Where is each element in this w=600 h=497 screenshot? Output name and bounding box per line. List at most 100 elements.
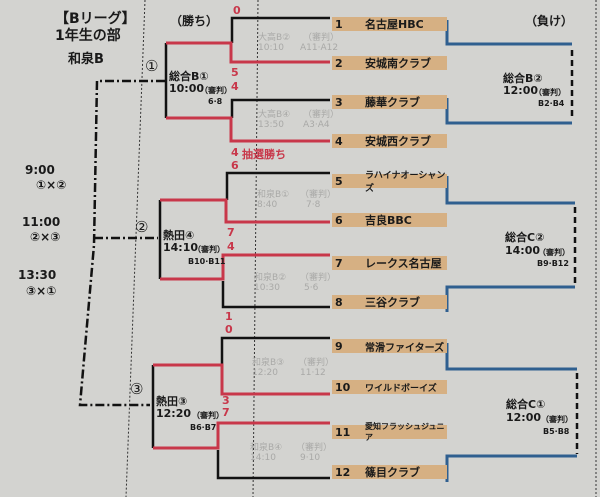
match-venue: 総合C① <box>506 398 546 411</box>
referees: 9·10 <box>300 453 321 463</box>
team-entry: 4 安城西クラブ <box>332 134 447 148</box>
referees: 11·12 <box>300 368 326 378</box>
referees: B5·B8 <box>543 427 570 436</box>
referees: 5·6 <box>304 283 319 293</box>
group-marker: ③ <box>130 380 144 398</box>
referee-label: （審判） <box>541 415 573 424</box>
score: 3 <box>222 394 230 407</box>
referees: B10·B11 <box>188 257 226 266</box>
referee-label: （審判） <box>534 88 566 97</box>
match-venue: 大高B② <box>258 33 291 43</box>
team-name: レークス名古屋 <box>365 257 442 270</box>
score: 7 <box>227 226 235 239</box>
referees: A3·A4 <box>303 120 330 130</box>
referees: B9·B12 <box>537 259 569 268</box>
score: 4 <box>227 240 235 253</box>
referee-label: （審判） <box>296 443 333 453</box>
schedule-time: 11:00 <box>22 215 61 229</box>
division-title: 1年生の部 <box>55 28 121 44</box>
match-time: 13:50 <box>258 120 284 130</box>
match-venue: 総合B① <box>169 70 209 83</box>
group-marker: ① <box>145 57 159 75</box>
referees: B2·B4 <box>538 99 565 108</box>
team-number: 2 <box>335 56 343 70</box>
group-connector <box>78 79 165 407</box>
score: 7 <box>222 406 230 419</box>
team-name: 吉良BBC <box>365 214 412 227</box>
score: 4 <box>231 146 239 159</box>
match-venue: 熱田③ <box>156 395 188 408</box>
team-name: 篠目クラブ <box>365 466 420 479</box>
referee-label: （審判） <box>538 248 570 257</box>
match-venue: 和泉B① <box>257 190 290 200</box>
team-name: 常滑ファイターズ <box>365 342 445 354</box>
team-number: 7 <box>335 256 343 270</box>
referee-label: （審判） <box>193 245 225 254</box>
loser-lines <box>445 20 577 482</box>
team-number: 12 <box>335 465 351 479</box>
team-number: 11 <box>335 425 351 439</box>
match-venue: 和泉B④ <box>250 443 283 453</box>
group-marker: ② <box>135 218 149 236</box>
schedule-match: ①×② <box>36 178 67 192</box>
referees: B6·B7 <box>190 423 217 432</box>
match-time: 14:00 <box>505 244 541 257</box>
league-title: 【Bリーグ】 <box>55 11 136 27</box>
schedule-match: ②×③ <box>30 230 61 244</box>
referees: 7·8 <box>306 200 321 210</box>
match-time: 14:10 <box>163 241 199 254</box>
score: 0 <box>225 323 233 336</box>
match-time: 10:30 <box>254 283 280 293</box>
team-entry: 11 愛知フラッシュジュニア <box>332 422 447 442</box>
black-lines <box>151 16 330 480</box>
team-entry: 9 常滑ファイターズ <box>332 339 447 354</box>
lottery-win-note: 抽選勝ち <box>242 148 286 161</box>
score: 4 <box>231 80 239 93</box>
team-number: 3 <box>335 95 343 109</box>
team-entry: 2 安城南クラブ <box>332 56 447 70</box>
score: 0 <box>233 4 241 17</box>
winner-lines <box>153 41 330 450</box>
referee-label: （審判） <box>298 358 335 368</box>
team-entry: 12 篠目クラブ <box>332 465 447 479</box>
match-time: 12:00 <box>503 84 539 97</box>
score: 1 <box>225 310 233 323</box>
referee-label: （審判） <box>300 190 337 200</box>
winners-label: （勝ち） <box>170 14 219 28</box>
match-venue: 総合B② <box>503 72 543 85</box>
referee-label: （審判） <box>192 411 224 420</box>
team-number: 8 <box>335 295 343 309</box>
team-number: 9 <box>335 339 343 353</box>
match-venue: 総合C② <box>505 231 545 244</box>
team-name: 安城西クラブ <box>365 135 431 148</box>
match-time: 14:10 <box>250 453 276 463</box>
team-number: 5 <box>335 174 343 188</box>
team-number: 4 <box>335 134 343 148</box>
schedule-time: 9:00 <box>25 163 55 177</box>
team-number: 6 <box>335 213 343 227</box>
match-time: 10:00 <box>169 82 205 95</box>
team-entry: 7 レークス名古屋 <box>332 256 447 270</box>
match-time: 12:00 <box>506 411 542 424</box>
match-time: 12:20 <box>156 407 192 420</box>
referees: A11·A12 <box>300 43 339 53</box>
team-number: 10 <box>335 380 351 394</box>
match-venue: 熱田④ <box>163 229 195 242</box>
score: 5 <box>231 66 239 79</box>
dotted-guides <box>125 0 597 497</box>
match-time: 12:20 <box>252 368 278 378</box>
referee-label: （審判） <box>300 273 337 283</box>
team-name: 安城南クラブ <box>365 57 431 70</box>
schedule-time: 13:30 <box>18 268 57 282</box>
venue-title: 和泉B <box>68 52 104 67</box>
match-time: 10:10 <box>258 43 284 53</box>
team-name: 愛知フラッシュジュニア <box>365 422 445 442</box>
team-name: 名古屋HBC <box>365 18 424 31</box>
